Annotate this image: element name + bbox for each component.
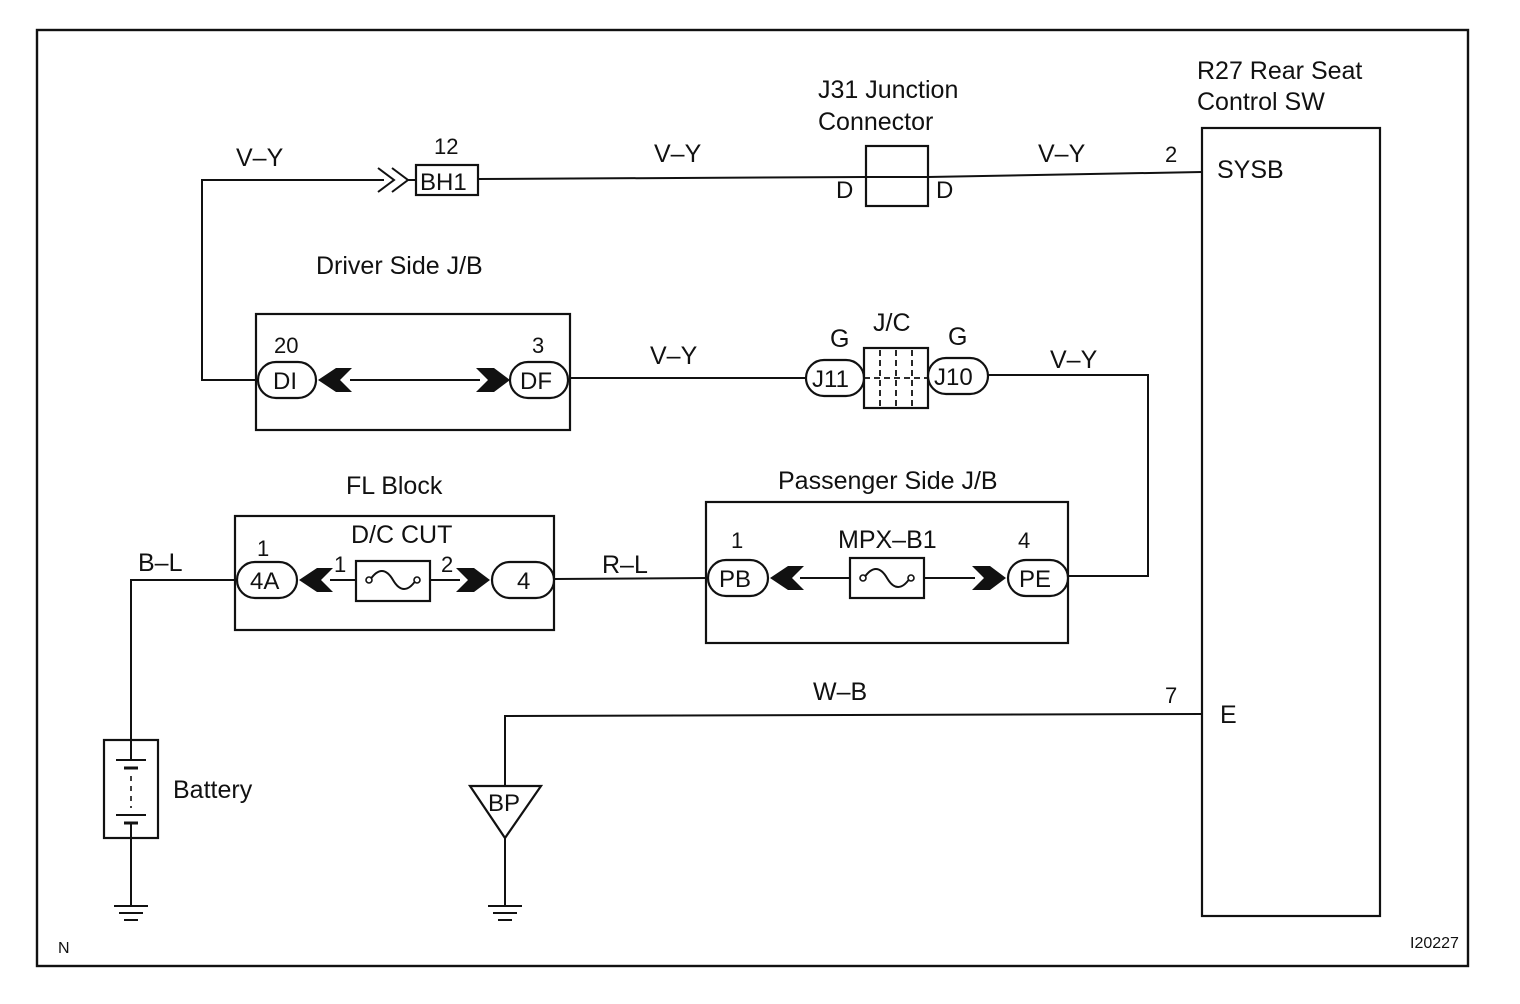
fl-4-label: 4 (517, 568, 530, 595)
driver-jb-df-pin-num: 3 (532, 333, 544, 358)
switch-title-line2: Control SW (1197, 88, 1325, 116)
switch-pin-sysb: SYSB (1217, 156, 1284, 184)
jc-junction: J/C G G J11 J10 (804, 309, 990, 410)
wire-label-vy-2: V–Y (654, 140, 702, 168)
switch-pin-e: E (1220, 701, 1237, 729)
fl-fuse-pin-left: 1 (334, 552, 346, 577)
wire-vy-j31-sysb (927, 171, 1203, 178)
wire-wb (504, 713, 1203, 786)
bh1-label: BH1 (420, 169, 467, 196)
driver-jb-title: Driver Side J/B (316, 252, 483, 280)
passenger-pb-terminal (706, 558, 770, 598)
jc-right-g: G (948, 323, 967, 351)
driver-jb-di-arrow-icon (318, 368, 352, 392)
bp-ground-point (467, 784, 544, 840)
passenger-pe-label: PE (1019, 566, 1051, 593)
jc-left-g: G (830, 325, 849, 353)
wire-label-vy-3: V–Y (1038, 140, 1086, 168)
j31-title-line1: J31 Junction (818, 76, 958, 104)
fl-4a-terminal (235, 560, 299, 600)
wire-label-vy-4: V–Y (650, 342, 698, 370)
bp-label: BP (488, 790, 520, 817)
diagram-frame (35, 28, 1470, 968)
fl-4-arrow-icon (456, 568, 490, 592)
wire-bl (130, 579, 237, 740)
wire-vy-bh1-j31 (477, 176, 867, 180)
bh1-pin-num: 12 (434, 134, 458, 159)
wire-vy-j10-pe (988, 374, 1149, 577)
passenger-pe-terminal (1006, 558, 1070, 598)
jc-j11-label: J11 (812, 366, 849, 393)
corner-marker: N (58, 940, 70, 957)
driver-jb-di-pin-num: 20 (274, 333, 298, 358)
jc-j10-label: J10 (934, 364, 973, 391)
wire-vy-left-vertical (201, 179, 384, 381)
wire-rl (553, 577, 709, 580)
driver-side-jb (254, 312, 572, 432)
fl-4a-label: 4A (250, 568, 279, 595)
passenger-pe-arrow-icon (972, 566, 1006, 590)
bp-ground-icon (488, 905, 522, 921)
bh1-connector: BH1 12 (377, 134, 480, 197)
switch-pin-num-sysb: 2 (1165, 142, 1177, 167)
switch-title-line1: R27 Rear Seat (1197, 57, 1362, 85)
wire-label-vy-5: V–Y (1050, 346, 1098, 374)
fl-4a-pin-num: 1 (257, 536, 269, 561)
fl-block (233, 514, 556, 632)
figure-id: I20227 (1410, 935, 1459, 952)
driver-jb-di-terminal (256, 360, 318, 400)
battery-label: Battery (173, 776, 253, 804)
jc-title: J/C (873, 309, 911, 337)
wire-label-bl: B–L (138, 549, 183, 577)
passenger-pe-pin-num: 4 (1018, 528, 1030, 553)
wire-label-rl: R–L (602, 551, 648, 579)
passenger-pb-arrow-icon (770, 566, 804, 590)
fl-block-title: FL Block (346, 472, 443, 500)
passenger-fuse-icon (863, 568, 911, 588)
driver-jb-df-arrow-icon (476, 368, 510, 392)
passenger-fuse-label: MPX–B1 (838, 526, 937, 554)
driver-jb-df-terminal (508, 360, 570, 400)
passenger-pb-label: PB (719, 566, 751, 593)
battery-ground-icon (114, 905, 148, 921)
wire-label-vy-1: V–Y (236, 144, 284, 172)
j31-left-pin: D (836, 177, 853, 204)
fl-fuse-pin-right: 2 (441, 552, 453, 577)
fl-fuse-icon (369, 570, 417, 590)
driver-jb-di-label: DI (273, 368, 297, 395)
bh1-box (414, 163, 480, 197)
passenger-pb-pin-num: 1 (731, 528, 743, 553)
battery (102, 738, 160, 840)
fl-fuse-dc-cut (354, 559, 432, 603)
switch-pin-num-e: 7 (1165, 683, 1177, 708)
wire-label-wb: W–B (813, 678, 867, 706)
fl-4a-arrow-icon (299, 568, 333, 592)
fl-fuse-label: D/C CUT (351, 521, 452, 549)
passenger-jb-title: Passenger Side J/B (778, 467, 998, 495)
fl-4-terminal (490, 560, 556, 600)
jc-j10-terminal (926, 356, 990, 396)
driver-jb-df-label: DF (520, 368, 552, 395)
j31-title-line2: Connector (818, 108, 933, 136)
passenger-fuse-mpx-b1 (848, 556, 926, 600)
j31-right-pin: D (936, 177, 953, 204)
rear-seat-control-switch (1200, 126, 1382, 918)
